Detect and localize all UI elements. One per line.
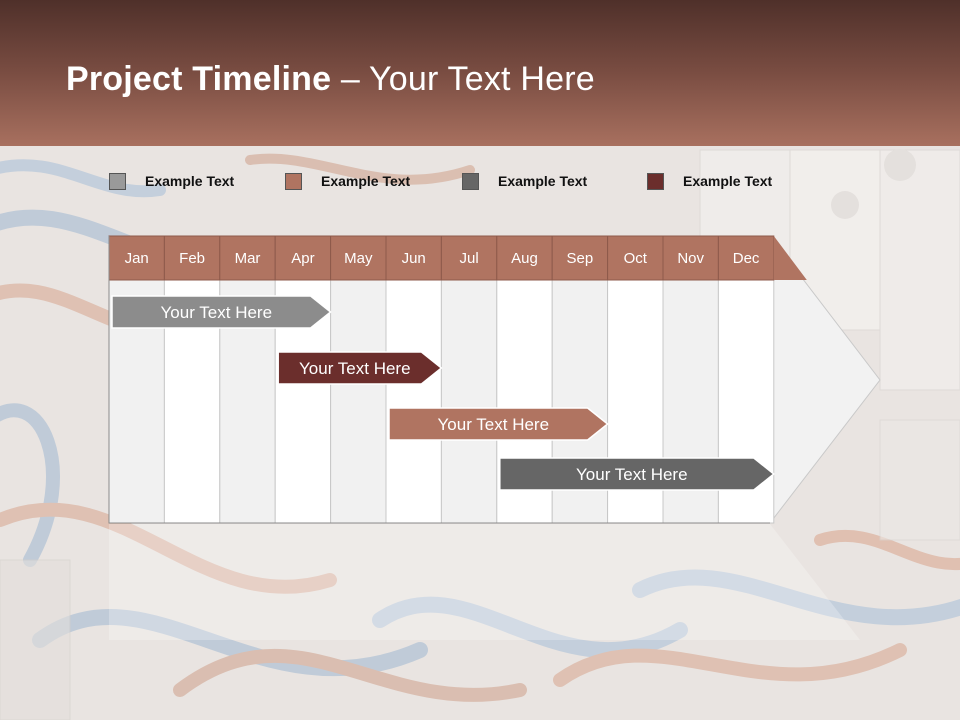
timeline-bar-4: Your Text Here bbox=[499, 457, 776, 491]
month-header-cell-jul bbox=[440, 235, 498, 281]
timeline-bar-2: Your Text Here bbox=[277, 351, 443, 385]
month-label-aug: Aug bbox=[511, 250, 538, 267]
timeline-bar-3: Your Text Here bbox=[388, 407, 609, 441]
timeline-bar-label-3: Your Text Here bbox=[438, 415, 550, 434]
timeline-bar-shape-1 bbox=[111, 295, 332, 329]
month-label-apr: Apr bbox=[291, 250, 314, 267]
month-label-may: May bbox=[344, 250, 373, 267]
month-header-cell-oct bbox=[607, 235, 664, 281]
month-label-jan: Jan bbox=[125, 250, 149, 267]
legend-swatch-3 bbox=[462, 172, 479, 190]
timeline-bar-label-2: Your Text Here bbox=[299, 359, 411, 378]
month-header-cell-sep bbox=[551, 235, 609, 281]
legend-item-1: Example Text bbox=[109, 170, 234, 192]
timeline-bar-shape-4 bbox=[499, 457, 776, 491]
page-title: Project Timeline – Your Text Here bbox=[66, 60, 595, 99]
legend-label-4: Example Text bbox=[683, 173, 773, 189]
month-label-jul: Jul bbox=[460, 250, 479, 267]
legend-label-3: Example Text bbox=[498, 173, 588, 189]
timeline-border bbox=[108, 236, 770, 524]
month-header-cell-may bbox=[330, 235, 387, 281]
legend-label-1: Example Text bbox=[145, 173, 235, 189]
timeline-bar-shape-2 bbox=[277, 351, 443, 385]
month-label-jun: Jun bbox=[402, 250, 426, 267]
timeline-bar-1: Your Text Here bbox=[111, 295, 332, 329]
month-label-mar: Mar bbox=[235, 250, 261, 267]
month-header-row: Jan Feb Mar Apr May Jun Jul Aug Sep Oct Nov Dec bbox=[108, 235, 807, 281]
title-bold: Project Timeline bbox=[66, 60, 332, 98]
month-header-tip bbox=[773, 236, 807, 280]
month-label-nov: Nov bbox=[677, 250, 704, 267]
timeline-reflection bbox=[109, 524, 860, 640]
legend-swatch-2 bbox=[285, 172, 302, 190]
month-label-sep: Sep bbox=[567, 250, 594, 267]
month-header-cell-dec bbox=[717, 235, 775, 281]
timeline-bar-label-4: Your Text Here bbox=[576, 465, 688, 484]
month-column-jul bbox=[440, 279, 498, 524]
legend-label-2: Example Text bbox=[321, 173, 411, 189]
timeline-bar-label-1: Your Text Here bbox=[161, 303, 273, 322]
month-label-oct: Oct bbox=[624, 250, 648, 267]
legend-swatch-4 bbox=[647, 172, 664, 190]
legend-item-3: Example Text bbox=[462, 170, 587, 192]
month-header-cell-nov bbox=[662, 235, 719, 281]
month-column-jun bbox=[385, 279, 442, 524]
title-rest: – Your Text Here bbox=[331, 60, 595, 98]
month-column-may bbox=[330, 279, 387, 524]
legend-swatch-1 bbox=[109, 172, 126, 190]
month-header-cell-jan bbox=[108, 235, 165, 281]
month-header-cell-apr bbox=[274, 235, 332, 281]
month-label-feb: Feb bbox=[179, 250, 205, 267]
month-header-cell-aug bbox=[496, 235, 553, 281]
header-banner: Project Timeline – Your Text Here bbox=[0, 0, 960, 146]
month-header-cell-mar bbox=[219, 235, 276, 281]
timeline-bar-shape-3 bbox=[388, 407, 609, 441]
month-header-cell-feb bbox=[163, 235, 221, 281]
legend-item-2: Example Text bbox=[285, 170, 410, 192]
legend-item-4: Example Text bbox=[647, 170, 772, 192]
month-label-dec: Dec bbox=[733, 250, 760, 267]
